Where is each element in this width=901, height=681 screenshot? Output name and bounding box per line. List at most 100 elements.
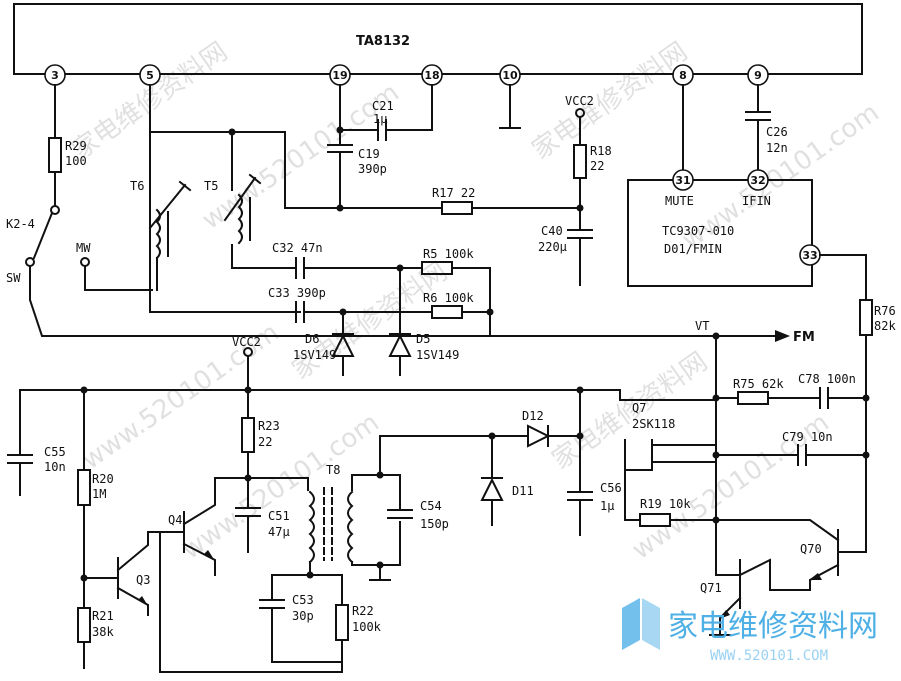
label-r18: R18 bbox=[590, 144, 612, 158]
site-logo: 家电维修资料网 WWW.520101.COM bbox=[622, 598, 878, 664]
pin-label: 9 bbox=[754, 69, 762, 82]
label-d6: D6 bbox=[305, 332, 319, 346]
label-c56-value: 1μ bbox=[600, 499, 614, 513]
label-c21-value: 1μ bbox=[373, 112, 387, 126]
resistor-r17 bbox=[441, 201, 473, 215]
label-c19: C19 bbox=[358, 147, 380, 161]
label-c51-value: 47μ bbox=[268, 525, 290, 539]
module-pin-label: 33 bbox=[802, 249, 817, 262]
pin-label: 10 bbox=[502, 69, 518, 82]
label-q7-value: 2SK118 bbox=[632, 417, 675, 431]
tc9307-module: C26 12n 31 32 33 MUTE IFIN TC9307-010 D0… bbox=[627, 84, 896, 399]
label-d5-value: 1SV149 bbox=[416, 348, 459, 362]
label-mw: MW bbox=[76, 241, 91, 255]
label-d12: D12 bbox=[522, 409, 544, 423]
label-c26-value: 12n bbox=[766, 141, 788, 155]
resistor-r75 bbox=[737, 391, 769, 405]
label-q71: Q71 bbox=[700, 581, 722, 595]
resistor-r6 bbox=[431, 305, 463, 319]
label-t5: T5 bbox=[204, 179, 218, 193]
label-r76-value: 82k bbox=[874, 319, 896, 333]
label-q70: Q70 bbox=[800, 542, 822, 556]
label-r29: R29 bbox=[65, 139, 87, 153]
pin-label: 8 bbox=[679, 69, 687, 82]
r29-branch: R29 100 K2-4 SW MW bbox=[6, 84, 716, 337]
label-c54-value: 150p bbox=[420, 517, 449, 531]
logo-url: WWW.520101.COM bbox=[710, 648, 828, 664]
label-q4: Q4 bbox=[168, 513, 182, 527]
label-r21-value: 38k bbox=[92, 625, 114, 639]
label-c21: C21 bbox=[372, 99, 394, 113]
label-r5: R5 100k bbox=[423, 247, 474, 261]
pin-label: 3 bbox=[51, 69, 59, 82]
pin-label: 19 bbox=[332, 69, 347, 82]
label-r20: R20 bbox=[92, 472, 114, 486]
resistor-r18 bbox=[573, 144, 587, 179]
junction bbox=[576, 204, 584, 212]
fm-arrow bbox=[775, 330, 790, 342]
label-r17: R17 22 bbox=[432, 186, 475, 200]
resistor-r22 bbox=[335, 604, 349, 641]
watermark-text: 家电维修资料网 bbox=[547, 347, 713, 476]
label-c55-value: 10n bbox=[44, 460, 66, 474]
label-c32: C32 47n bbox=[272, 241, 323, 255]
pin-label: 18 bbox=[424, 69, 439, 82]
switch-contact bbox=[25, 257, 35, 267]
label-c51: C51 bbox=[268, 509, 290, 523]
label-r19: R19 10k bbox=[640, 497, 691, 511]
module-pin bbox=[672, 169, 694, 191]
mw-terminal bbox=[80, 257, 90, 267]
watermark-site: www.520101.com bbox=[177, 408, 385, 566]
label-r21: R21 bbox=[92, 609, 114, 623]
ic-pins: 3 5 19 18 10 8 9 bbox=[44, 64, 769, 86]
label-c78: C78 100n bbox=[798, 372, 856, 386]
label-c19-value: 390p bbox=[358, 162, 387, 176]
label-d11: D11 bbox=[512, 484, 534, 498]
label-c56: C56 bbox=[600, 481, 622, 495]
ic-ta8132 bbox=[13, 3, 863, 75]
label-t8: T8 bbox=[326, 463, 340, 477]
label-c40-value: 220μ bbox=[538, 240, 567, 254]
label-r22-value: 100k bbox=[352, 620, 382, 634]
label-c26: C26 bbox=[766, 125, 788, 139]
label-c53-value: 30p bbox=[292, 609, 314, 623]
c21-c19-network: C21 1μ C19 390p R17 22 bbox=[327, 84, 581, 215]
pin-label: 5 bbox=[146, 69, 154, 82]
label-t6: T6 bbox=[130, 179, 144, 193]
label-r22: R22 bbox=[352, 604, 374, 618]
module-box bbox=[627, 179, 813, 287]
label-r18-value: 22 bbox=[590, 159, 604, 173]
module-name: TC9307-010 bbox=[662, 224, 734, 238]
resistor-r23 bbox=[241, 417, 255, 453]
label-c55: C55 bbox=[44, 445, 66, 459]
label-r29-value: 100 bbox=[65, 154, 87, 168]
resistor-r5 bbox=[421, 261, 453, 275]
label-k2-4: K2-4 bbox=[6, 217, 35, 231]
label-d5: D5 bbox=[416, 332, 430, 346]
oscillator-section: VCC2 C55 10n R20 1M R21 38k Q3 Q4 R23 22… bbox=[7, 335, 622, 673]
label-ifin: IFIN bbox=[742, 194, 771, 208]
module-pin-label: 32 bbox=[750, 174, 765, 187]
label-c33: C33 390p bbox=[268, 286, 326, 300]
module-code: D01/FMIN bbox=[664, 242, 722, 256]
label-q3: Q3 bbox=[136, 573, 150, 587]
label-mute: MUTE bbox=[665, 194, 694, 208]
junction bbox=[336, 126, 344, 134]
resistor-r76 bbox=[859, 299, 873, 336]
label-vt: VT bbox=[695, 319, 709, 333]
label-vcc2-top: VCC2 bbox=[565, 94, 594, 108]
label-c79: C79 10n bbox=[782, 430, 833, 444]
junction bbox=[306, 571, 314, 579]
label-c53: C53 bbox=[292, 593, 314, 607]
label-r23-value: 22 bbox=[258, 435, 272, 449]
resistor-r29 bbox=[48, 137, 62, 173]
ic-name: TA8132 bbox=[356, 34, 410, 49]
label-c54: C54 bbox=[420, 499, 442, 513]
afc-section: Q7 2SK118 R19 10k R75 62k C78 100n C79 1… bbox=[579, 335, 870, 636]
module-pin-label: 31 bbox=[675, 174, 690, 187]
label-vcc2-bottom: VCC2 bbox=[232, 335, 261, 349]
switch-contact bbox=[50, 205, 60, 215]
label-fm: FM bbox=[793, 330, 815, 345]
